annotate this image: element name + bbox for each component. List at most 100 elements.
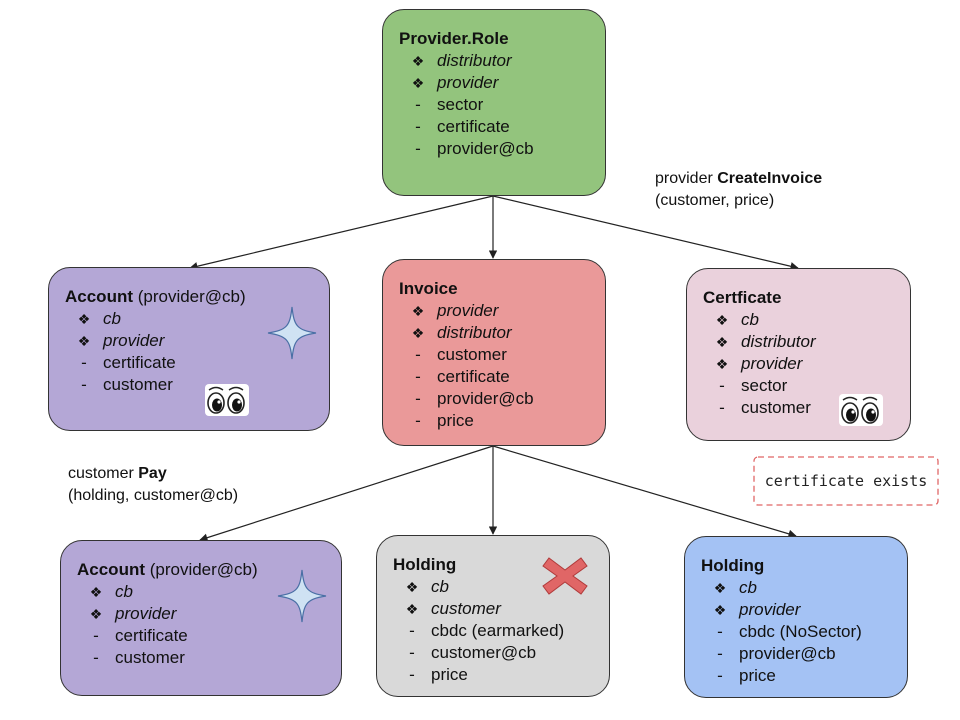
field-list: ❖distributor❖provider-sector-certificate… [399,50,605,160]
dash-marker: - [717,622,723,641]
eyes-icon [205,384,249,416]
field-text: provider [437,301,499,320]
field-text: cb [115,582,133,601]
dash-marker: - [415,367,421,386]
field-item: ❖ provider [703,353,910,375]
account-node-top: Account (provider@cb) ❖cb❖provider-certi… [48,267,330,431]
field-item: ❖ cb [65,308,329,330]
diamond-bullet-icon: ❖ [89,606,103,622]
field-item: -certificate [65,352,329,374]
diamond-bullet-icon: ❖ [405,579,419,595]
field-text: customer@cb [431,643,537,662]
field-text: sector [741,376,788,395]
field-text: provider@cb [437,389,534,408]
cross-icon [542,557,588,595]
field-text: price [739,666,776,685]
field-text: provider [115,604,177,623]
dash-marker: - [415,389,421,408]
field-item: -customer [703,397,910,419]
dash-marker: - [93,648,99,667]
field-text: cb [431,577,449,596]
diamond-bullet-icon: ❖ [713,602,727,618]
dash-marker: - [719,398,725,417]
field-text: certificate [115,626,188,645]
dash-marker: - [415,411,421,430]
field-text: provider [741,354,803,373]
field-item: -cbdc (NoSector) [701,621,907,643]
field-text: customer [115,648,185,667]
provider-role-node: Provider.Role ❖distributor❖provider-sect… [382,9,606,196]
sparkle-icon [277,569,327,623]
field-text: distributor [437,51,512,70]
field-text: provider@cb [739,644,836,663]
dash-marker: - [93,626,99,645]
invoice-node: Invoice ❖provider❖distributor-customer-c… [382,259,606,446]
diamond-bullet-icon: ❖ [77,311,91,327]
field-text: customer [741,398,811,417]
certificate-exists-note: certificate exists [753,456,939,506]
field-item: -price [701,665,907,687]
node-title: Invoice [399,279,458,298]
node-title: Holding [393,555,457,574]
sparkle-icon [267,306,317,360]
field-item: ❖ cb [393,576,609,598]
field-item: ❖provider [399,300,605,322]
dash-marker: - [409,643,415,662]
field-list: ❖cb❖provider-certificate-customer [65,308,329,396]
field-item: -cbdc (earmarked) [393,620,609,642]
field-item: ❖cb [77,581,341,603]
diamond-bullet-icon: ❖ [715,356,729,372]
field-text: cbdc (earmarked) [431,621,565,640]
field-item: -certificate [399,116,605,138]
field-item: -customer [399,344,605,366]
diamond-bullet-icon: ❖ [411,53,425,69]
field-text: distributor [437,323,512,342]
create-invoice-label: provider CreateInvoice (customer, price) [655,170,823,209]
field-item: -provider@cb [399,138,605,160]
dash-marker: - [717,644,723,663]
edge-invoice-to-holding-new [492,445,797,538]
dash-marker: - [81,353,87,372]
field-text: cb [103,309,121,328]
field-text: cb [741,310,759,329]
field-item: -customer@cb [393,642,609,664]
field-item: ❖ provider [701,599,907,621]
diamond-bullet-icon: ❖ [77,333,91,349]
dash-marker: - [415,117,421,136]
field-item: -provider@cb [399,388,605,410]
field-item: ❖ provider [399,72,605,94]
field-text: customer [431,599,501,618]
field-text: certificate [437,117,510,136]
node-title: Holding [701,556,765,575]
field-item: ❖distributor [703,331,910,353]
pay-label: customer Pay (holding, customer@cb) [68,465,239,504]
field-text: price [437,411,474,430]
diamond-bullet-icon: ❖ [713,580,727,596]
field-text: provider [739,600,801,619]
dash-marker: - [415,139,421,158]
field-item: ❖ distributor [399,50,605,72]
field-text: provider [437,73,499,92]
field-item: -customer [65,374,329,396]
field-text: distributor [741,332,816,351]
edge-invoice-to-account [199,445,494,542]
field-item: ❖cb [703,309,910,331]
field-list: ❖cb❖distributor❖provider-sector-customer [703,309,910,419]
field-item: ❖cb [701,577,907,599]
dash-marker: - [409,621,415,640]
dash-marker: - [719,376,725,395]
dash-marker: - [717,666,723,685]
field-item: ❖customer [393,598,609,620]
field-item: -certificate [77,625,341,647]
node-title: Account (provider@cb) [77,560,258,579]
diamond-bullet-icon: ❖ [411,325,425,341]
field-text: cbdc (NoSector) [739,622,862,641]
diamond-bullet-icon: ❖ [411,75,425,91]
field-item: -price [399,410,605,432]
field-list: ❖cb❖provider-certificate-customer [77,581,341,669]
dash-marker: - [81,375,87,394]
edge-role-to-account [189,195,494,271]
field-list: ❖cb❖customer-cbdc (earmarked)-customer@c… [393,576,609,686]
field-text: customer [103,375,173,394]
field-item: -sector [399,94,605,116]
